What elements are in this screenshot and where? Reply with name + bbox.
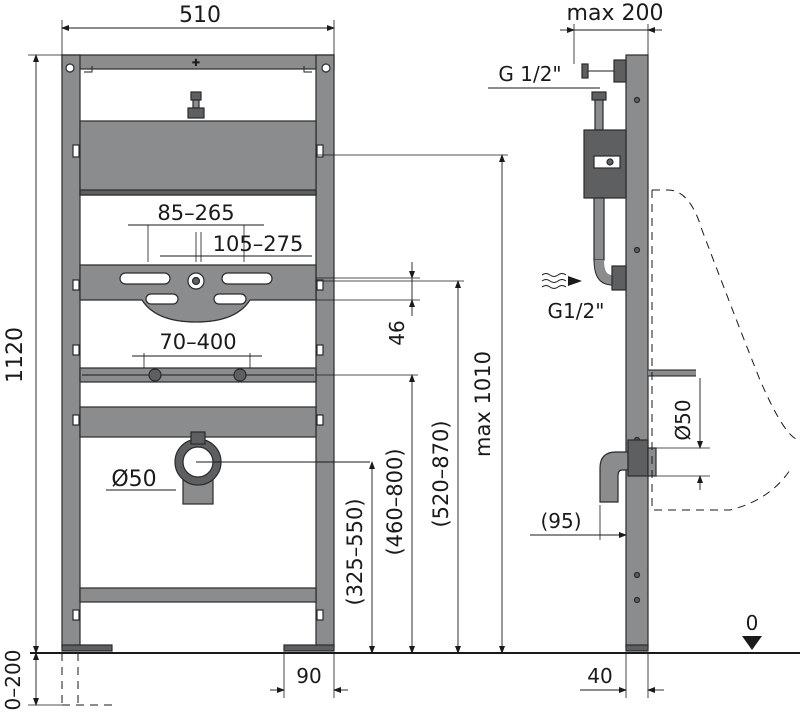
dim-460-800: (460–800) <box>383 448 407 555</box>
side-foot <box>625 644 649 652</box>
water-wave-icon <box>541 273 582 289</box>
mount-hole <box>321 63 331 73</box>
dim-520-870: (520–870) <box>429 420 453 527</box>
right-foot <box>283 644 335 652</box>
side-top-fitting <box>581 59 627 83</box>
plate-slot <box>119 272 171 285</box>
post-slot <box>72 414 80 426</box>
hook <box>84 66 93 73</box>
label-floor-zero: 0 <box>746 611 759 635</box>
dim-offset: (95) <box>540 509 581 533</box>
dim-max-depth: max 200 <box>567 1 664 26</box>
plate-slot <box>213 293 247 305</box>
side-view <box>581 54 800 652</box>
post-slot <box>72 279 80 291</box>
rail-bolt <box>233 368 247 382</box>
dim-325-550: (325–550) <box>343 498 367 605</box>
post-slot <box>316 279 324 291</box>
dim-frame-depth: 40 <box>587 664 612 688</box>
side-post <box>625 54 649 648</box>
rail-bolt <box>148 368 162 382</box>
dim-46: 46 <box>385 320 409 345</box>
dim-70-400: 70–400 <box>159 330 236 354</box>
dim-width: 510 <box>179 3 221 28</box>
svg-text:✚: ✚ <box>192 58 200 69</box>
upper-mounting-plate <box>79 120 317 196</box>
inlet-valve <box>611 265 627 291</box>
plate-edge <box>79 189 317 196</box>
bottom-crossbar <box>79 587 317 603</box>
post-slot <box>316 609 324 621</box>
center-bolt <box>191 276 201 286</box>
post-slot <box>72 609 80 621</box>
dim-diameter-side: Ø50 <box>671 399 695 440</box>
dim-max-1010: max 1010 <box>471 351 495 457</box>
left-foot <box>61 644 113 652</box>
leg-extension-outline <box>61 653 112 706</box>
post-slot <box>316 414 324 426</box>
dim-total-height: 1120 <box>3 327 28 383</box>
drain-pipe <box>174 431 222 505</box>
post-slot <box>72 144 80 158</box>
plate-slot <box>145 293 179 305</box>
triangle-down-icon <box>742 636 762 650</box>
dim-85-265: 85–265 <box>157 201 234 225</box>
post-slot <box>316 144 324 158</box>
dim-foot: 90 <box>296 664 321 688</box>
post-slot <box>72 344 80 356</box>
front-view: ✚ <box>61 54 335 652</box>
label-thread-side: G1/2" <box>548 299 605 323</box>
dim-diameter-front: Ø50 <box>111 467 156 492</box>
water-valve <box>187 91 205 119</box>
mount-hole <box>65 63 75 73</box>
hook <box>303 66 312 73</box>
post-slot <box>316 344 324 356</box>
dim-105-275: 105–275 <box>213 232 304 256</box>
label-thread-top: G 1/2" <box>498 62 561 86</box>
urinal-outline <box>651 190 791 511</box>
supply-pipe <box>593 197 605 261</box>
dim-leg-adjust: 0–200 <box>1 650 25 711</box>
plate-slot <box>221 272 273 285</box>
